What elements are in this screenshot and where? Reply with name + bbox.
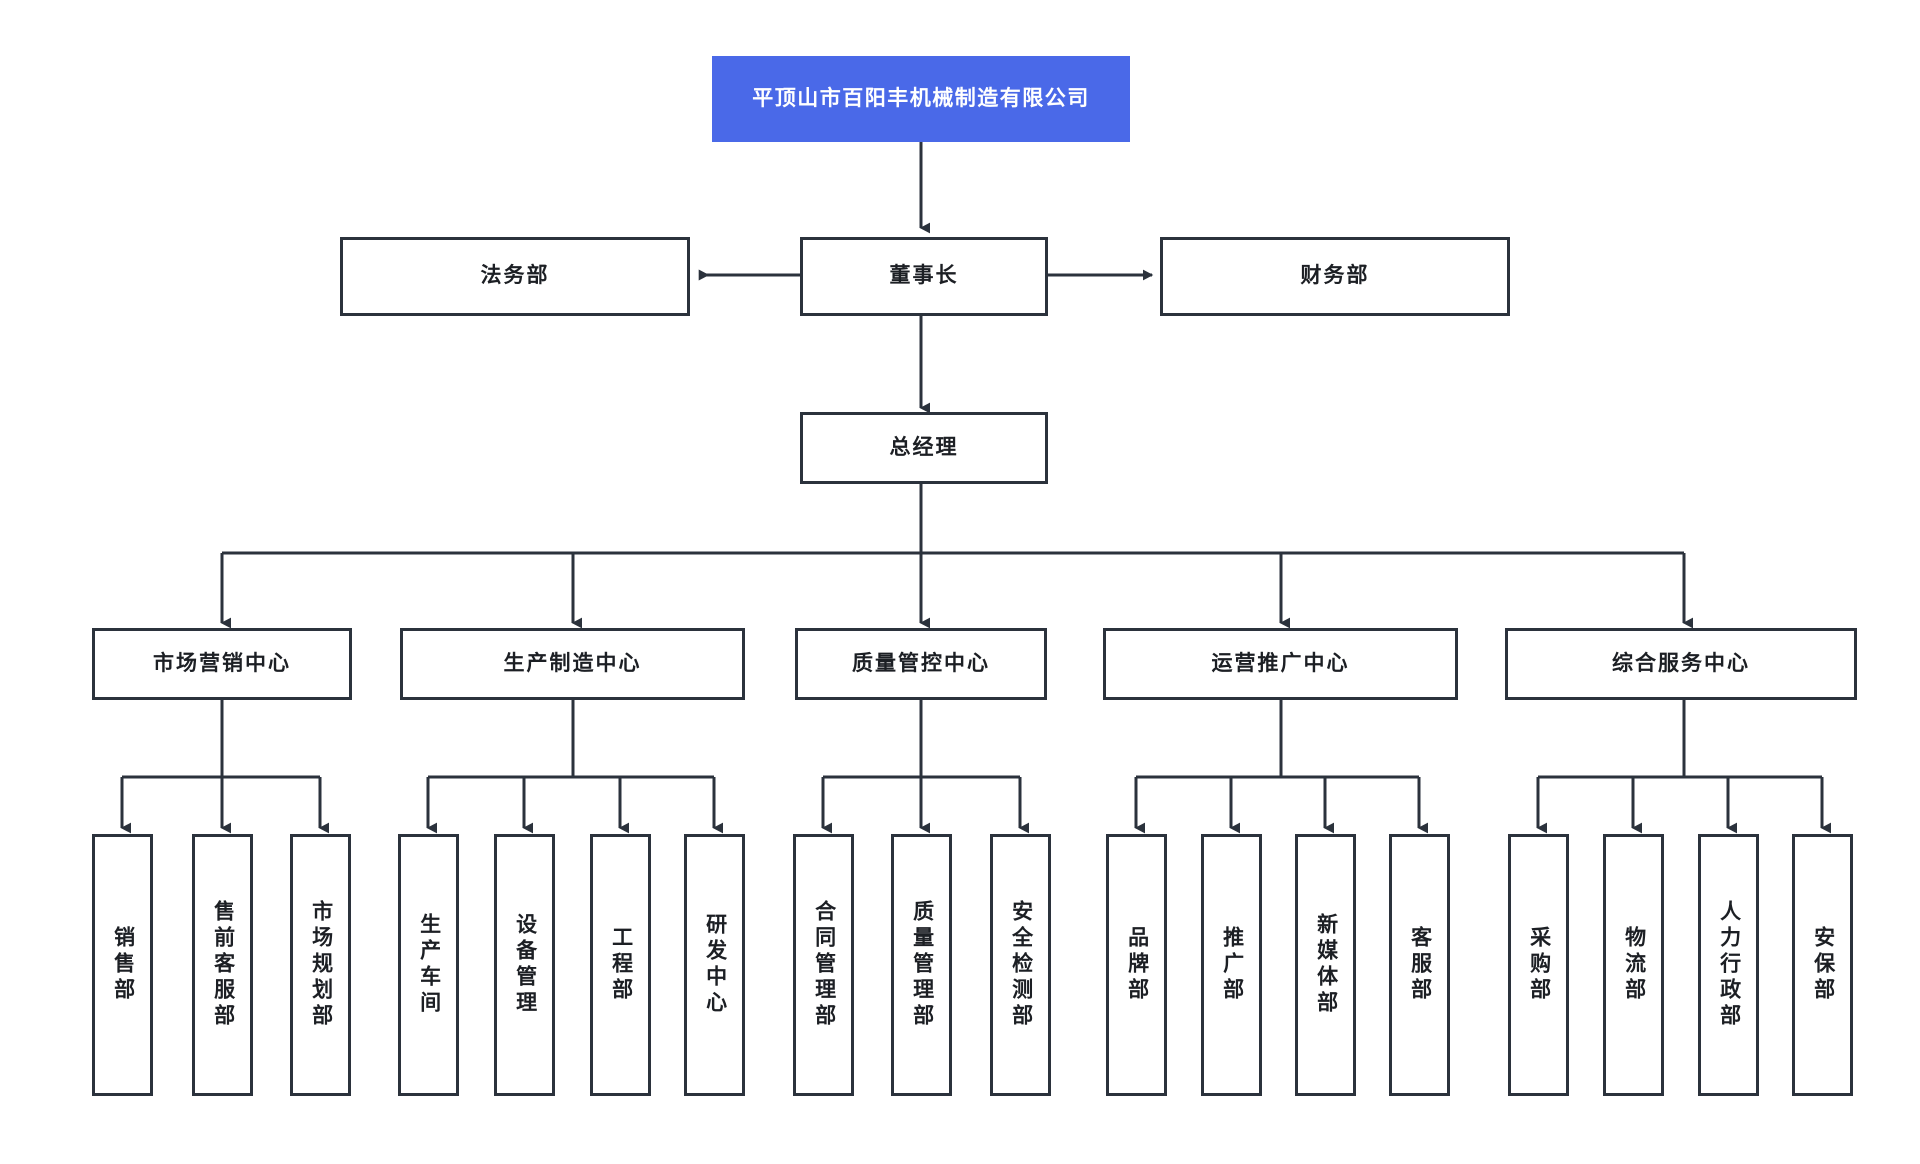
node-label-department-security: 安保部 <box>1811 926 1835 1004</box>
node-label-department-customer-service: 客服部 <box>1408 926 1432 1004</box>
node-department-sales[interactable]: 销售部 <box>92 834 153 1096</box>
node-label-legal-department: 法务部 <box>480 264 550 288</box>
node-label-department-safety-inspection: 安全检测部 <box>1009 900 1033 1030</box>
node-label-finance-department: 财务部 <box>1300 264 1370 288</box>
node-department-procurement[interactable]: 采购部 <box>1508 834 1569 1096</box>
node-department-safety-inspection[interactable]: 安全检测部 <box>990 834 1051 1096</box>
node-legal-department[interactable]: 法务部 <box>340 237 690 316</box>
node-label-general-manager: 总经理 <box>889 435 959 459</box>
node-department-security[interactable]: 安保部 <box>1792 834 1853 1096</box>
node-center-manufacturing[interactable]: 生产制造中心 <box>400 628 745 700</box>
node-label-center-manufacturing: 生产制造中心 <box>503 651 642 675</box>
node-label-company-root: 平顶山市百阳丰机械制造有限公司 <box>752 86 1090 110</box>
node-label-department-hr-administration: 人力行政部 <box>1717 900 1741 1030</box>
node-label-department-market-planning: 市场规划部 <box>309 900 333 1030</box>
node-label-department-procurement: 采购部 <box>1527 926 1551 1004</box>
node-center-marketing[interactable]: 市场营销中心 <box>92 628 352 700</box>
node-department-logistics[interactable]: 物流部 <box>1603 834 1664 1096</box>
node-department-contract-management[interactable]: 合同管理部 <box>793 834 854 1096</box>
node-label-center-operations: 运营推广中心 <box>1211 651 1350 675</box>
node-department-brand[interactable]: 品牌部 <box>1106 834 1167 1096</box>
node-department-hr-administration[interactable]: 人力行政部 <box>1698 834 1759 1096</box>
node-department-market-planning[interactable]: 市场规划部 <box>290 834 351 1096</box>
node-label-center-quality: 质量管控中心 <box>852 651 990 675</box>
node-department-quality-management[interactable]: 质量管理部 <box>891 834 952 1096</box>
node-label-department-promotion: 推广部 <box>1220 926 1244 1004</box>
node-finance-department[interactable]: 财务部 <box>1160 237 1510 316</box>
node-label-chairman: 董事长 <box>889 264 959 288</box>
node-label-department-equipment-management: 设备管理 <box>513 913 537 1017</box>
node-department-engineering[interactable]: 工程部 <box>590 834 651 1096</box>
node-label-department-logistics: 物流部 <box>1622 926 1646 1004</box>
node-department-promotion[interactable]: 推广部 <box>1201 834 1262 1096</box>
node-label-department-rnd-center: 研发中心 <box>703 913 727 1017</box>
node-department-rnd-center[interactable]: 研发中心 <box>684 834 745 1096</box>
node-label-center-general-service: 综合服务中心 <box>1612 651 1750 675</box>
node-label-department-production-workshop: 生产车间 <box>417 913 441 1017</box>
node-company-root[interactable]: 平顶山市百阳丰机械制造有限公司 <box>712 56 1130 142</box>
node-center-operations[interactable]: 运营推广中心 <box>1103 628 1458 700</box>
node-department-presales-service[interactable]: 售前客服部 <box>192 834 253 1096</box>
node-label-department-contract-management: 合同管理部 <box>812 900 836 1030</box>
node-department-production-workshop[interactable]: 生产车间 <box>398 834 459 1096</box>
node-department-equipment-management[interactable]: 设备管理 <box>494 834 555 1096</box>
node-chairman[interactable]: 董事长 <box>800 237 1048 316</box>
node-general-manager[interactable]: 总经理 <box>800 412 1048 484</box>
node-label-center-marketing: 市场营销中心 <box>153 651 291 675</box>
node-department-customer-service[interactable]: 客服部 <box>1389 834 1450 1096</box>
node-department-new-media[interactable]: 新媒体部 <box>1295 834 1356 1096</box>
node-label-department-sales: 销售部 <box>111 926 135 1004</box>
node-label-department-engineering: 工程部 <box>609 926 633 1004</box>
node-label-department-brand: 品牌部 <box>1125 926 1149 1004</box>
node-center-general-service[interactable]: 综合服务中心 <box>1505 628 1857 700</box>
node-label-department-presales-service: 售前客服部 <box>211 900 235 1030</box>
node-label-department-new-media: 新媒体部 <box>1314 913 1338 1017</box>
node-label-department-quality-management: 质量管理部 <box>910 900 934 1030</box>
node-center-quality[interactable]: 质量管控中心 <box>795 628 1047 700</box>
